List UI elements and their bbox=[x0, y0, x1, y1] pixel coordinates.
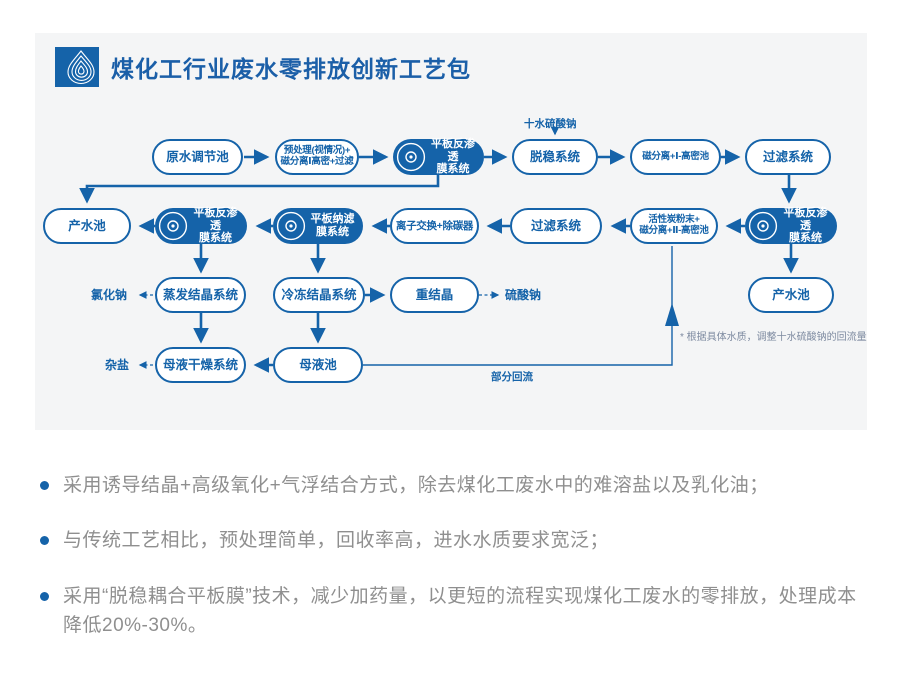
node-freezing-crystallization: 冷冻结晶系统 bbox=[273, 277, 365, 313]
water-drop-logo-icon bbox=[55, 47, 99, 87]
bullet-text: 采用诱导结晶+高级氧化+气浮结合方式，除去煤化工废水中的难溶盐以及乳化油； bbox=[63, 475, 769, 496]
membrane-disc-icon bbox=[396, 142, 426, 172]
node-flat-ro-membrane-1: 平板反渗透 膜系统 bbox=[393, 138, 484, 175]
node-product-water-left: 产水池 bbox=[43, 208, 131, 244]
bullet-dot-icon bbox=[40, 481, 49, 490]
node-activated-carbon: 活性炭粉末+ 磁分离+Ⅱ-高密池 bbox=[630, 208, 718, 244]
membrane-disc-icon bbox=[158, 211, 188, 241]
bullet-item: 采用“脱稳耦合平板膜”技术，减少加药量，以更短的流程实现煤化工废水的零排放，处理… bbox=[40, 582, 868, 641]
card-header: 煤化工行业废水零排放创新工艺包 bbox=[55, 47, 471, 87]
node-magnetic-separation-1: 磁分离+Ⅰ-高密池 bbox=[630, 139, 721, 175]
bullet-dot-icon bbox=[40, 536, 49, 546]
node-filter-system-2: 过滤系统 bbox=[510, 208, 602, 244]
feature-bullet-list: 采用诱导结晶+高级氧化+气浮结合方式，除去煤化工废水中的难溶盐以及乳化油； 与传… bbox=[40, 471, 868, 667]
membrane-disc-icon bbox=[748, 211, 778, 241]
node-ion-exchange: 离子交换+除碳器 bbox=[390, 208, 479, 244]
label-sodium-chloride: 氯化钠 bbox=[91, 288, 128, 302]
node-product-water-right: 产水池 bbox=[748, 277, 834, 313]
label-misc-salt: 杂盐 bbox=[105, 358, 130, 372]
node-evaporation-crystallization: 蒸发结晶系统 bbox=[155, 277, 246, 313]
node-flat-ro-membrane-2: 平板反渗透 膜系统 bbox=[155, 207, 247, 244]
bullet-item: 采用诱导结晶+高级氧化+气浮结合方式，除去煤化工废水中的难溶盐以及乳化油； bbox=[40, 471, 868, 500]
label-reflux-note: * 根据具体水质，调整十水硫酸钠的回流量 bbox=[680, 332, 867, 343]
label-sodium-sulfate: 硫酸钠 bbox=[505, 288, 542, 302]
label-decahydrate-input: 十水硫酸钠 bbox=[524, 118, 577, 130]
node-destabilization: 脱稳系统 bbox=[512, 139, 598, 175]
node-flat-ro-membrane-3: 平板反渗透 膜系统 bbox=[745, 207, 837, 244]
flowchart: 原水调节池 预处理(视情况)+ 磁分离Ⅰ高密+过滤 平板反渗透 膜系统 脱稳系统… bbox=[35, 33, 867, 430]
node-flat-nf-membrane: 平板纳滤 膜系统 bbox=[273, 208, 363, 244]
node-mother-liquor-pool: 母液池 bbox=[273, 347, 363, 383]
page-title: 煤化工行业废水零排放创新工艺包 bbox=[111, 56, 471, 82]
node-mother-liquor-drying: 母液干燥系统 bbox=[155, 347, 246, 383]
membrane-disc-icon bbox=[276, 211, 306, 241]
label-partial-reflux: 部分回流 bbox=[491, 371, 533, 383]
node-pretreatment: 预处理(视情况)+ 磁分离Ⅰ高密+过滤 bbox=[275, 139, 359, 175]
bullet-dot-icon bbox=[40, 591, 49, 601]
node-filter-system-1: 过滤系统 bbox=[745, 139, 831, 175]
process-diagram-card: 煤化工行业废水零排放创新工艺包 bbox=[35, 33, 867, 430]
node-recrystallization: 重结晶 bbox=[390, 277, 479, 313]
bullet-text: 采用“脱稳耦合平板膜”技术，减少加药量，以更短的流程实现煤化工废水的零排放，处理… bbox=[63, 585, 857, 637]
bullet-item: 与传统工艺相比，预处理简单，回收率高，进水水质要求宽泛； bbox=[40, 526, 868, 555]
bullet-text: 与传统工艺相比，预处理简单，回收率高，进水水质要求宽泛； bbox=[63, 530, 610, 552]
node-raw-water-pool: 原水调节池 bbox=[152, 139, 243, 175]
